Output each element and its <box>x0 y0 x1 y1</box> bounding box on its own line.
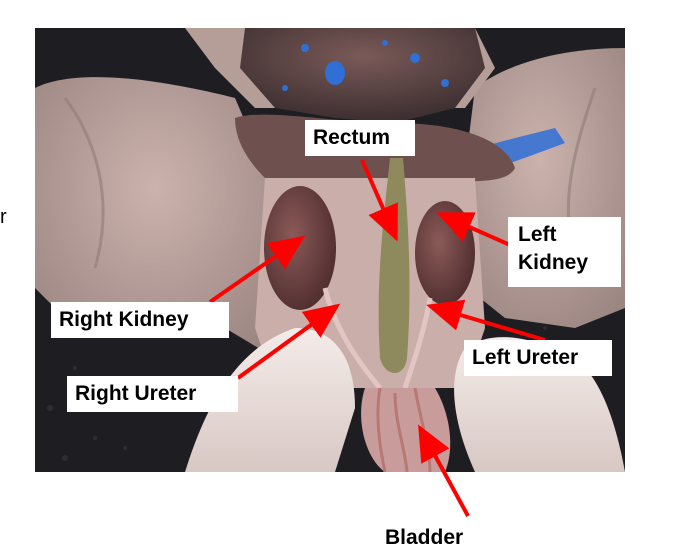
arrow-left-ureter <box>426 299 546 342</box>
label-rectum: Rectum <box>305 120 415 156</box>
skin-fold <box>63 97 105 269</box>
label-right-kidney: Right Kidney <box>51 302 229 338</box>
stray-character: r <box>0 206 7 228</box>
arrow-rectum <box>360 159 398 242</box>
arrow-right-kidney <box>208 235 306 304</box>
label-left-ureter: Left Ureter <box>464 340 612 376</box>
label-left-kidney: Left Kidney <box>508 217 621 287</box>
left-skin-flap <box>35 77 275 358</box>
liver <box>240 28 485 123</box>
arrow-bladder <box>418 424 470 517</box>
label-bladder: Bladder <box>385 526 464 549</box>
label-right-ureter: Right Ureter <box>67 376 238 412</box>
left-hind-leg <box>185 328 355 472</box>
arrow-right-ureter <box>236 303 341 380</box>
right-ureter-organ <box>322 287 382 390</box>
arrow-left-kidney <box>436 212 511 247</box>
